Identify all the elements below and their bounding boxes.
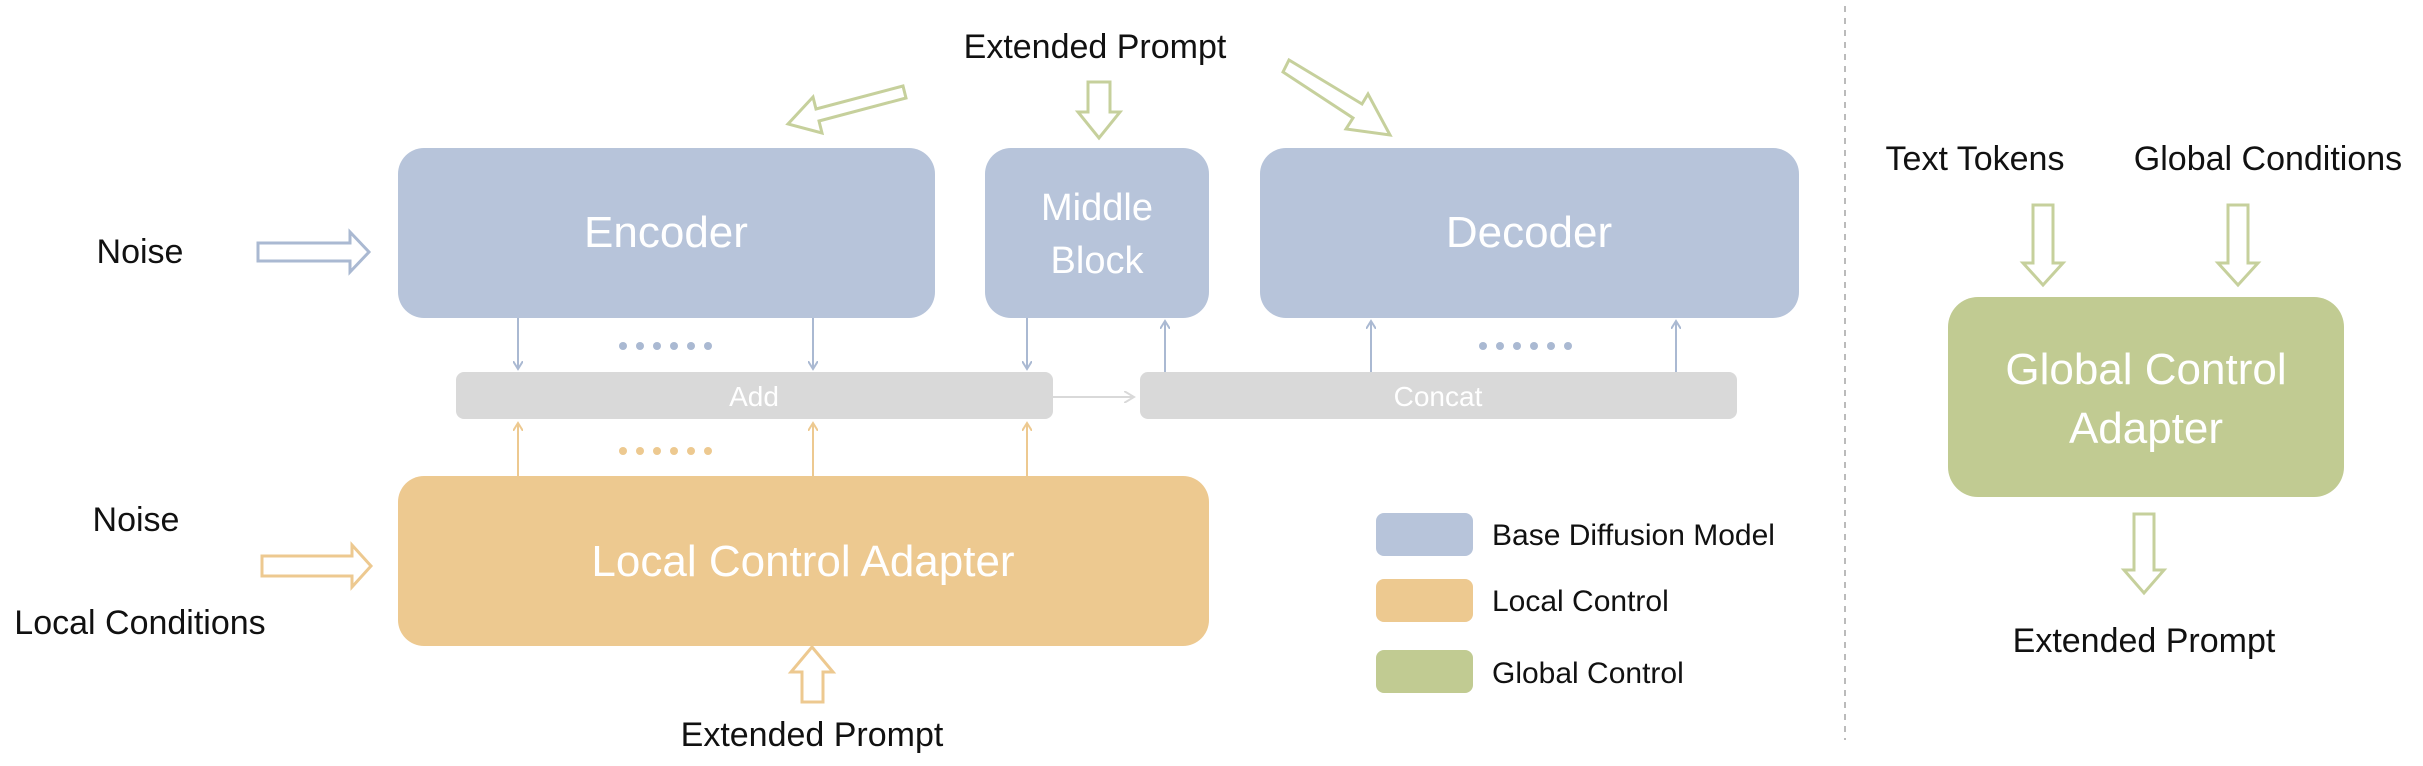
decoder-label: Decoder xyxy=(1446,208,1612,257)
local-control-adapter-label: Local Control Adapter xyxy=(591,537,1014,586)
global-control-adapter-label-line1: Global Control xyxy=(2005,345,2286,394)
decoder-ellipsis-dots xyxy=(1479,342,1572,350)
bottom-extended-prompt-label: Extended Prompt xyxy=(681,716,944,754)
concat-label: Concat xyxy=(1394,381,1483,412)
prompt-to-encoder-arrow xyxy=(785,84,908,136)
legend-swatch-global xyxy=(1376,650,1473,693)
legend-swatch-local xyxy=(1376,579,1473,622)
noise-top-label: Noise xyxy=(97,233,184,271)
noise-bottom-label: Noise xyxy=(93,501,180,539)
decoder-block: Decoder xyxy=(1260,148,1799,318)
legend-item-global: Global Control xyxy=(1376,650,1684,693)
concat-bar: Concat xyxy=(1140,372,1737,419)
middle-block-label-line1: Middle xyxy=(1041,187,1153,229)
local-inputs-to-adapter-arrow xyxy=(260,541,374,591)
top-extended-prompt-label: Extended Prompt xyxy=(964,28,1227,66)
legend-item-local: Local Control xyxy=(1376,579,1669,622)
legend-label-global: Global Control xyxy=(1492,657,1684,690)
global-conditions-label: Global Conditions xyxy=(2134,140,2402,178)
prompt-to-middle-arrow xyxy=(1074,80,1124,141)
legend-label-base: Base Diffusion Model xyxy=(1492,519,1775,552)
noise-to-encoder-arrow xyxy=(256,228,372,276)
local-ellipsis-dots xyxy=(619,447,712,455)
local-conditions-label: Local Conditions xyxy=(14,604,265,642)
right-extended-prompt-label: Extended Prompt xyxy=(2013,622,2276,660)
middle-block-label-line2: Block xyxy=(1051,240,1145,282)
legend: Base Diffusion Model Local Control Globa… xyxy=(1376,513,1775,693)
text-tokens-to-adapter-arrow xyxy=(2019,203,2067,288)
global-control-adapter-label-line2: Adapter xyxy=(2069,404,2223,453)
legend-item-base: Base Diffusion Model xyxy=(1376,513,1775,556)
legend-swatch-base xyxy=(1376,513,1473,556)
global-conditions-to-adapter-arrow xyxy=(2214,203,2262,288)
encoder-label: Encoder xyxy=(584,208,748,257)
text-tokens-label: Text Tokens xyxy=(1886,140,2065,178)
middle-block: Middle Block xyxy=(985,148,1209,318)
legend-label-local: Local Control xyxy=(1492,585,1669,618)
add-bar: Add xyxy=(456,372,1053,419)
adapter-to-extended-prompt-arrow xyxy=(2120,512,2168,596)
bottom-prompt-to-adapter-arrow xyxy=(787,644,837,704)
encoder-block: Encoder xyxy=(398,148,935,318)
encoder-ellipsis-dots xyxy=(619,342,712,350)
local-control-adapter-block: Local Control Adapter xyxy=(398,476,1209,646)
add-label: Add xyxy=(729,381,779,412)
prompt-to-decoder-arrow xyxy=(1281,57,1393,137)
global-control-adapter-block: Global Control Adapter xyxy=(1948,297,2344,497)
